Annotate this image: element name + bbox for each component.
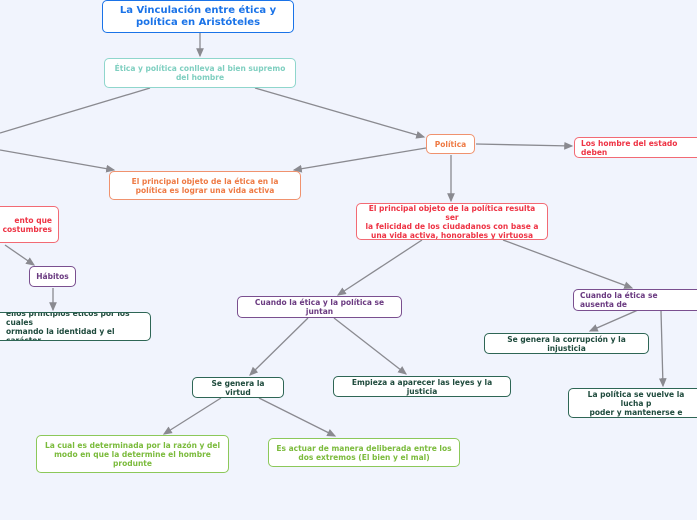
link	[0, 87, 151, 134]
node-objeto-politica[interactable]: El principal objeto de la política resul…	[356, 203, 548, 240]
node-habitos[interactable]: Hábitos	[29, 266, 76, 287]
link	[4, 244, 36, 266]
link	[162, 397, 222, 435]
link	[502, 239, 634, 289]
node-lucha[interactable]: La política se vuelve la lucha p poder y…	[568, 388, 697, 418]
node-comportamiento[interactable]: ento que costumbres	[0, 206, 59, 243]
link	[333, 317, 408, 375]
node-leyes[interactable]: Empieza a aparecer las leyes y la justic…	[333, 376, 511, 397]
link	[258, 397, 337, 437]
node-etica-politica[interactable]: Ética y política conlleva al bien suprem…	[104, 58, 296, 88]
node-actuar[interactable]: Es actuar de manera deliberada entre los…	[268, 438, 460, 467]
node-politica[interactable]: Política	[426, 134, 475, 154]
link	[588, 309, 639, 332]
node-objeto-etica[interactable]: El principal objeto de la ética en la po…	[109, 171, 301, 200]
link	[249, 317, 309, 376]
node-hombres-estado[interactable]: Los hombre del estado deben	[574, 137, 697, 158]
node-cuando-juntan[interactable]: Cuando la ética y la política se juntan	[237, 296, 402, 318]
node-virtud[interactable]: Se genera la virtud	[192, 377, 284, 398]
node-cuando-ausenta[interactable]: Cuando la ética se ausenta de	[573, 289, 697, 311]
topic-title[interactable]: La Vinculación entre ética y política en…	[102, 0, 294, 33]
link	[292, 147, 427, 173]
node-corrupcion[interactable]: Se genera la corrupción y la injusticia	[484, 333, 649, 354]
link	[336, 239, 423, 296]
node-razon[interactable]: La cual es determinada por la razón y de…	[36, 435, 229, 473]
link	[254, 87, 426, 139]
node-principios[interactable]: ellos principios éticos por los cuales o…	[0, 312, 151, 341]
link	[658, 310, 667, 388]
link	[475, 141, 574, 150]
link	[0, 149, 116, 173]
